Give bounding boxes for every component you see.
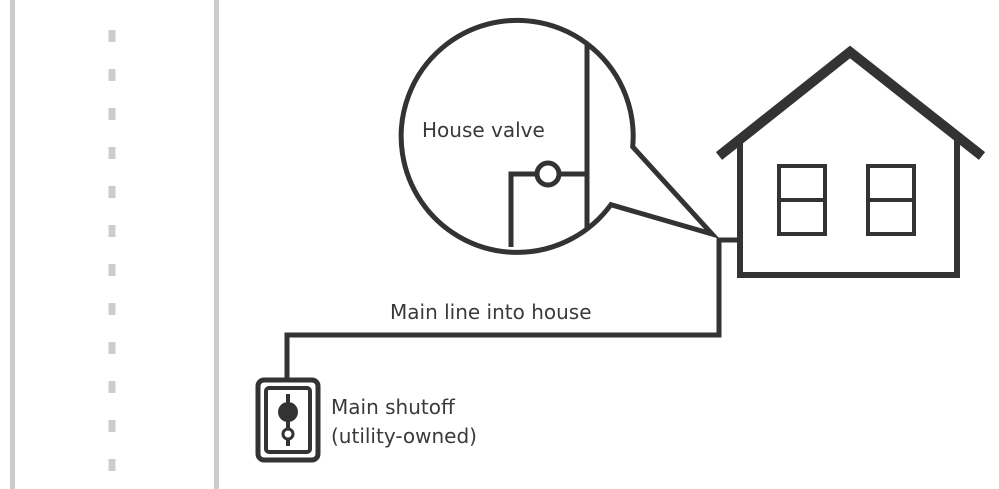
house-walls [737,140,960,278]
house-valve-label: House valve [422,118,545,142]
curb-right-line [214,0,219,489]
main-water-line [284,237,740,380]
shutoff-valve-meter [281,427,295,441]
house-roof [715,45,986,160]
curb-left-line [10,0,15,489]
main-shutoff-sublabel: (utility-owned) [331,424,477,448]
house-window-left [777,164,827,236]
house-valve-callout: House valve [398,17,720,255]
main-line-label: Main line into house [390,300,592,324]
valve-icon [534,160,562,188]
callout-bubble-outline [398,17,720,255]
shutoff-box-icon [255,377,321,463]
main-shutoff-label: Main shutoff [331,395,456,419]
house-icon [715,45,986,278]
shutoff-valve-knob [278,402,298,422]
street [10,0,219,489]
shutoff-box-inner [264,386,312,454]
house-window-right [866,164,916,236]
callout-pipe [508,171,587,247]
